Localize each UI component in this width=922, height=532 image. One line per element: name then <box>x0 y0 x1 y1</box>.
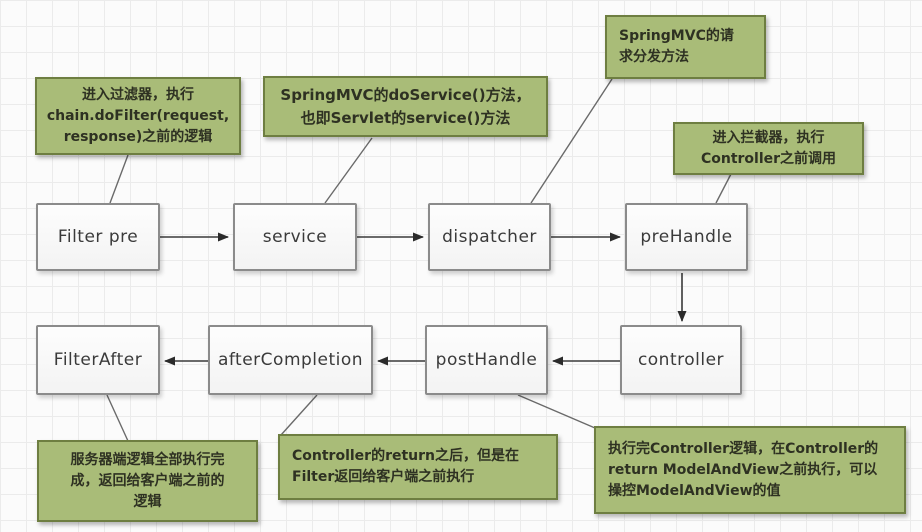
node-prehandle-label: preHandle <box>640 227 733 247</box>
node-aftercompletion-label: afterCompletion <box>217 350 364 370</box>
node-filterafter-label: FilterAfter <box>53 350 143 370</box>
leader-callout-filterafter <box>106 394 129 442</box>
leader-callout-prehandle <box>715 173 732 204</box>
node-aftercompletion: afterCompletion <box>208 325 373 395</box>
callout-posthandle-text: 执行完Controller逻辑，在Controller的 return Mode… <box>608 440 879 499</box>
callout-prehandle: 进入拦截器，执行 Controller之前调用 <box>673 122 864 175</box>
node-service-label: service <box>262 227 328 247</box>
node-controller-label: controller <box>637 350 725 370</box>
callout-aftercompletion-text: Controller的return之后，但是在 Filter返回给客户端之前执行 <box>292 448 520 485</box>
node-controller: controller <box>620 325 742 395</box>
node-posthandle-label: postHandle <box>435 350 538 370</box>
node-prehandle: preHandle <box>625 203 748 271</box>
leader-callout-aftercompletion <box>280 394 318 436</box>
leader-callout-filter-pre <box>109 154 129 204</box>
callout-filter-pre-text: 进入过滤器，执行 chain.doFilter(request, respons… <box>46 86 230 145</box>
callout-dispatcher-text: SpringMVC的请 求分发方法 <box>619 28 734 65</box>
callout-filter-pre: 进入过滤器，执行 chain.doFilter(request, respons… <box>35 77 241 155</box>
callout-aftercompletion: Controller的return之后，但是在 Filter返回给客户端之前执行 <box>278 434 558 500</box>
leader-callout-posthandle <box>517 394 596 429</box>
leader-callout-service <box>324 137 373 204</box>
node-service: service <box>233 203 357 271</box>
callout-service: SpringMVC的doService()方法， 也即Servlet的servi… <box>263 76 548 137</box>
callout-dispatcher: SpringMVC的请 求分发方法 <box>605 15 766 79</box>
node-filter-pre-label: Filter pre <box>57 227 139 247</box>
node-posthandle: postHandle <box>425 325 548 395</box>
callout-prehandle-text: 进入拦截器，执行 Controller之前调用 <box>700 129 837 167</box>
callout-filterafter-text: 服务器端逻辑全部执行完 成，返回给客户端之前的 逻辑 <box>70 451 225 510</box>
node-dispatcher: dispatcher <box>428 203 551 271</box>
callout-posthandle: 执行完Controller逻辑，在Controller的 return Mode… <box>594 426 906 514</box>
node-filterafter: FilterAfter <box>36 325 160 395</box>
node-filter-pre: Filter pre <box>36 203 160 271</box>
node-dispatcher-label: dispatcher <box>442 227 537 247</box>
callout-service-text: SpringMVC的doService()方法， 也即Servlet的servi… <box>280 86 531 127</box>
callout-filterafter: 服务器端逻辑全部执行完 成，返回给客户端之前的 逻辑 <box>37 440 258 522</box>
